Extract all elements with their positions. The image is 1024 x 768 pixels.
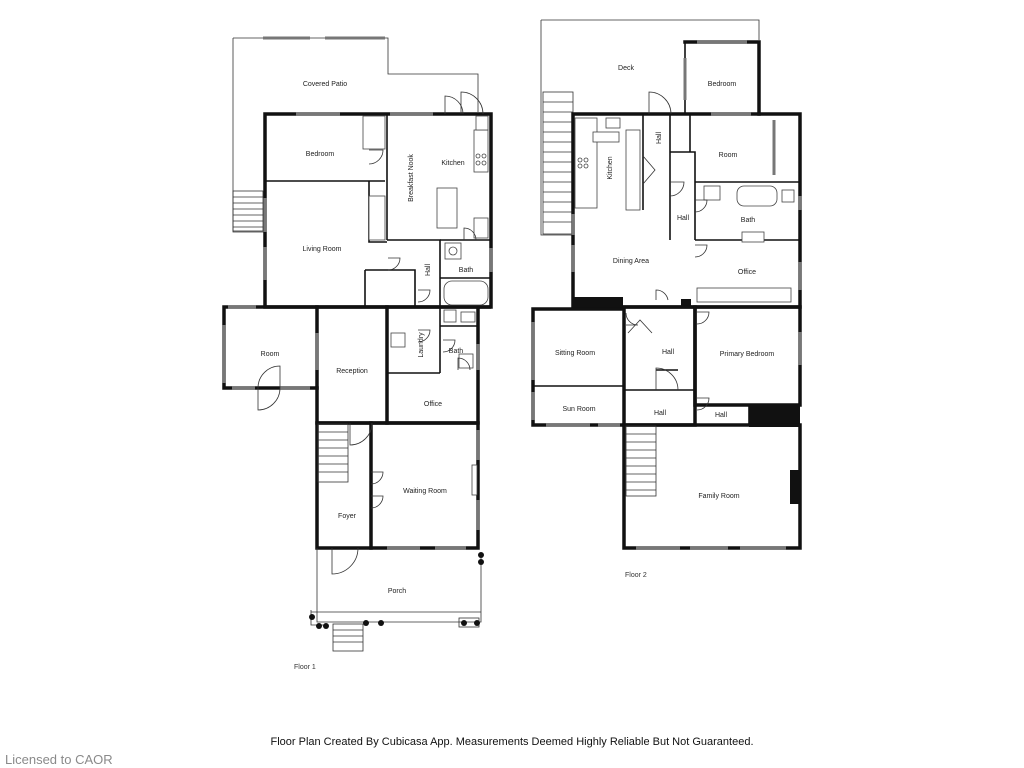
- room-label: Primary Bedroom: [720, 351, 775, 358]
- room-label: Office: [738, 269, 756, 276]
- room-label: Hall: [654, 410, 667, 417]
- room-label: Bath: [449, 348, 464, 355]
- foyer-stairs: [317, 423, 349, 483]
- room-label: Deck: [618, 65, 634, 72]
- room-label: Covered Patio: [303, 81, 347, 88]
- floor-2-plan: Deck Bedroom Kitchen Hall Room Hall Bath…: [531, 19, 802, 579]
- room-label: Sun Room: [562, 406, 595, 413]
- floor-1-plan: Covered Patio Bedroom Breakfast Nook Kit…: [222, 36, 493, 671]
- room-label: Room: [261, 351, 280, 358]
- room-label: Breakfast Nook: [408, 154, 415, 202]
- room-label: Bath: [459, 267, 474, 274]
- room-label: Bedroom: [306, 151, 335, 158]
- room-label: Hall: [677, 215, 690, 222]
- floor-label: Floor 1: [294, 664, 316, 671]
- room-label: Bedroom: [708, 81, 737, 88]
- room-label: Dining Area: [613, 258, 649, 265]
- room-label: Bath: [741, 217, 756, 224]
- room-label: Kitchen: [607, 156, 614, 179]
- room-label: Room: [719, 152, 738, 159]
- room-label: Laundry: [418, 332, 425, 358]
- floor-label: Floor 2: [625, 572, 647, 579]
- room-label: Hall: [425, 264, 432, 277]
- room-label: Porch: [388, 588, 406, 595]
- room-label: Foyer: [338, 513, 357, 520]
- room-label: Family Room: [698, 493, 739, 500]
- patio-stairs: [232, 190, 264, 232]
- room-label: Kitchen: [441, 160, 464, 167]
- room-label: Office: [424, 401, 442, 408]
- room-label: Hall: [656, 132, 663, 145]
- room-label: Living Room: [303, 246, 342, 253]
- room-label: Hall: [662, 349, 675, 356]
- family-stairs: [625, 425, 657, 497]
- room-label: Sitting Room: [555, 350, 595, 357]
- plan-disclaimer: Floor Plan Created By Cubicasa App. Meas…: [270, 736, 754, 748]
- room-label: Hall: [715, 412, 728, 419]
- deck-stairs: [542, 91, 574, 235]
- porch-steps: [332, 623, 364, 652]
- room-label: Reception: [336, 368, 368, 375]
- room-label: Waiting Room: [403, 488, 447, 495]
- license-watermark: Licensed to CAOR: [5, 752, 113, 767]
